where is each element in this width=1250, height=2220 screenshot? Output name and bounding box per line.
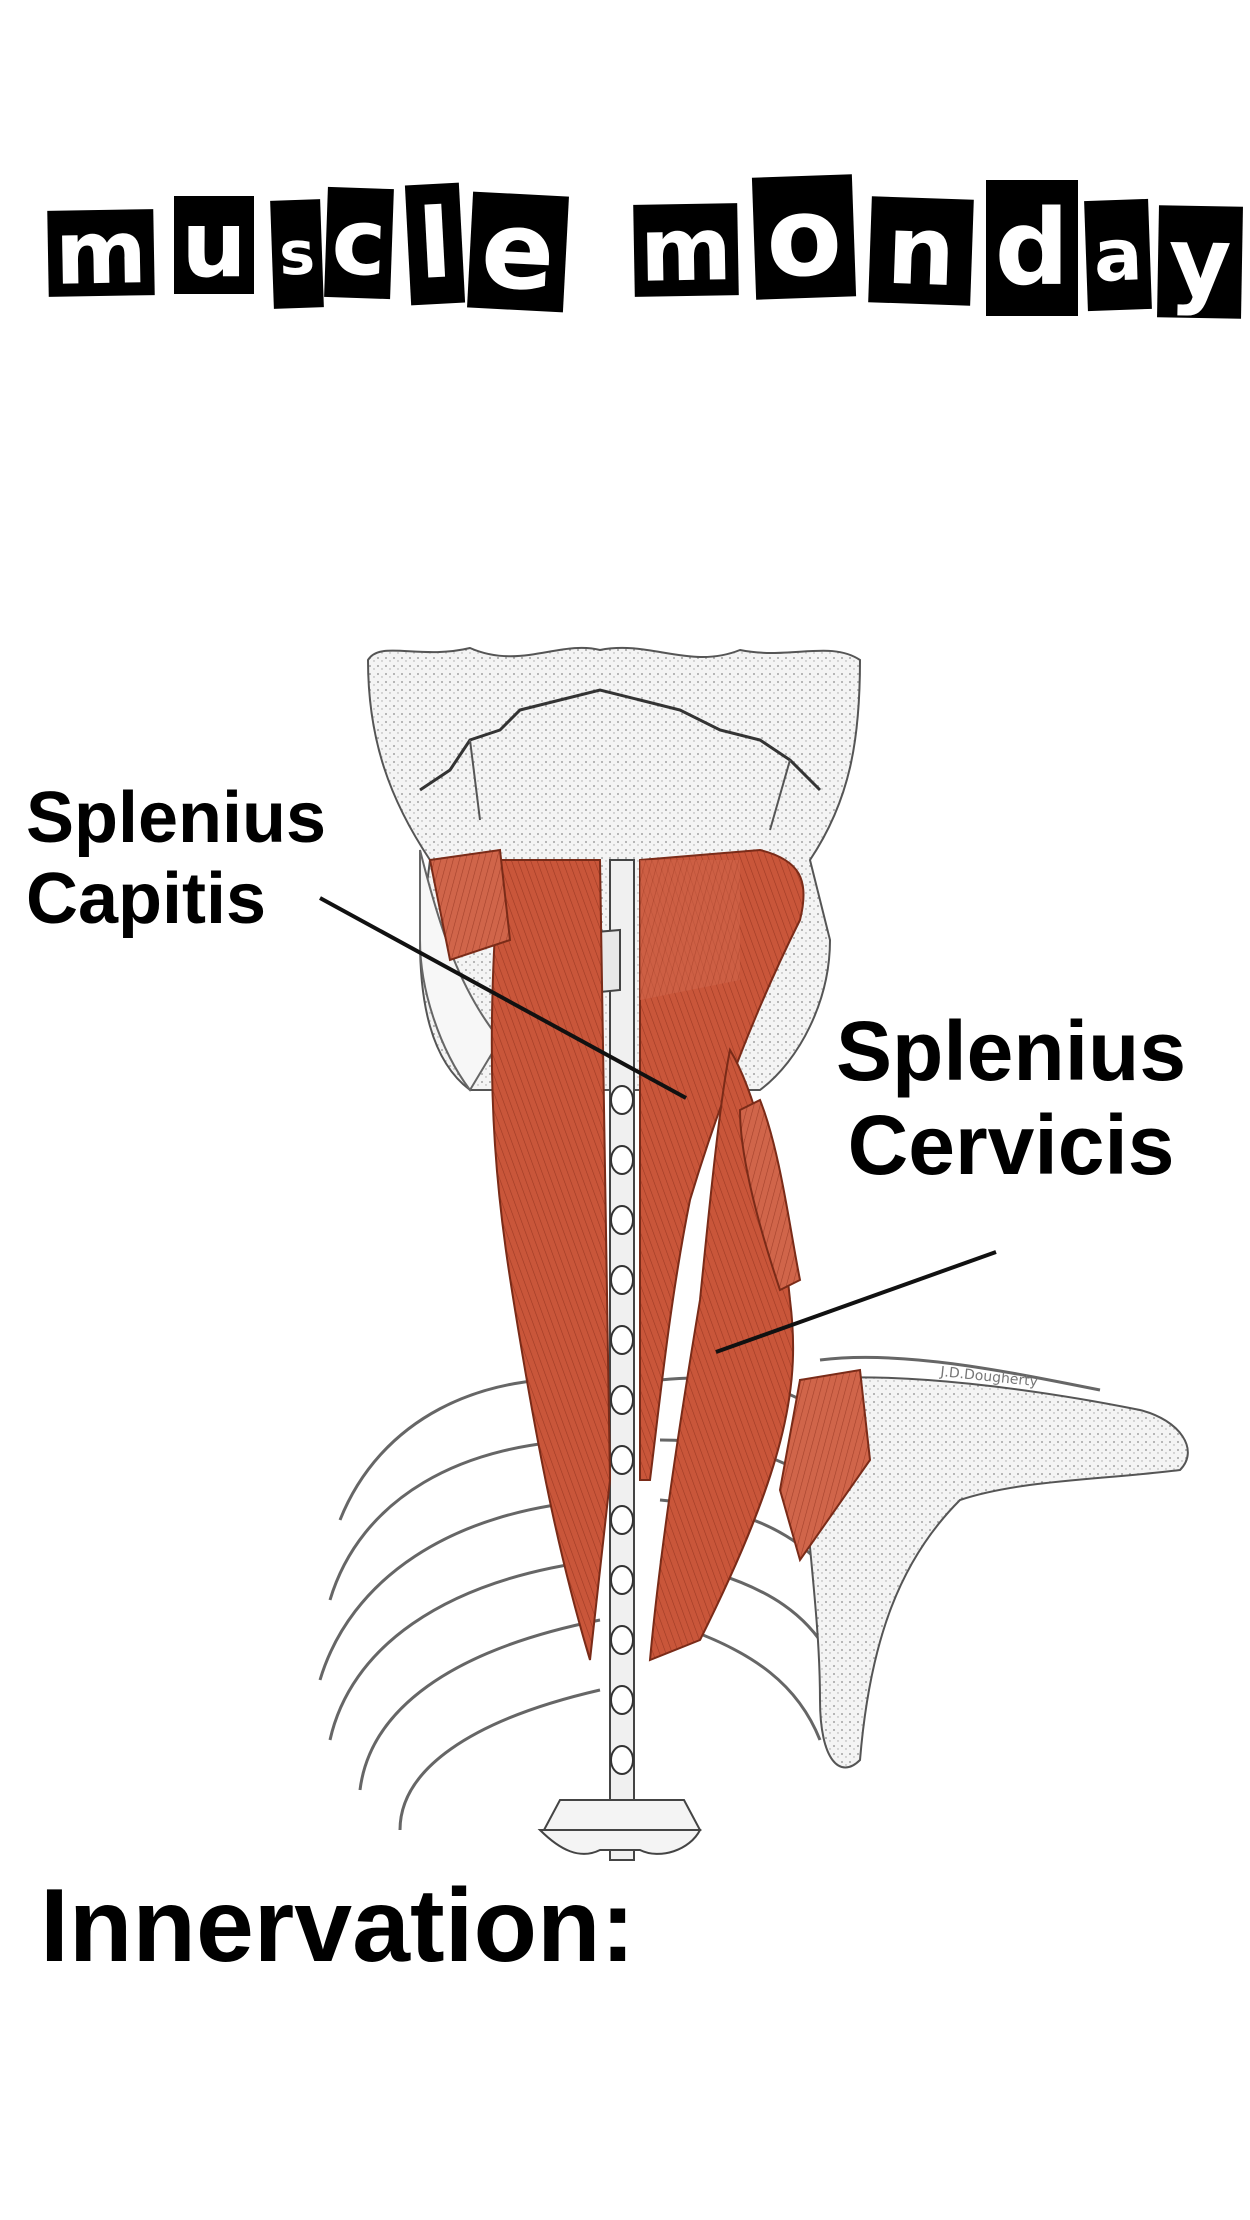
label-line: Cervicis [847,1098,1175,1193]
splenius-capitis-leader-line [319,896,687,1100]
levator-scapulae-muscle [738,1098,802,1292]
splenius-cervicis-leader-line [715,1250,997,1354]
vertebral-column [537,859,702,1861]
scapula [798,1376,1189,1769]
label-line: Capitis [26,858,267,939]
title-letter: d [986,180,1078,316]
label-line: Splenius [836,1004,1187,1098]
left-splenius-muscle [490,859,612,1661]
splenius-cervicis-label: Splenius Cervicis [836,1004,1186,1192]
title-letter: u [174,196,254,294]
page-title: m u s c l e m o n d a y [40,170,1243,320]
innervation-heading: Innervation: [40,1868,636,1984]
splenius-capitis-label: Splenius Capitis [26,778,326,939]
label-line: Splenius [26,778,327,858]
